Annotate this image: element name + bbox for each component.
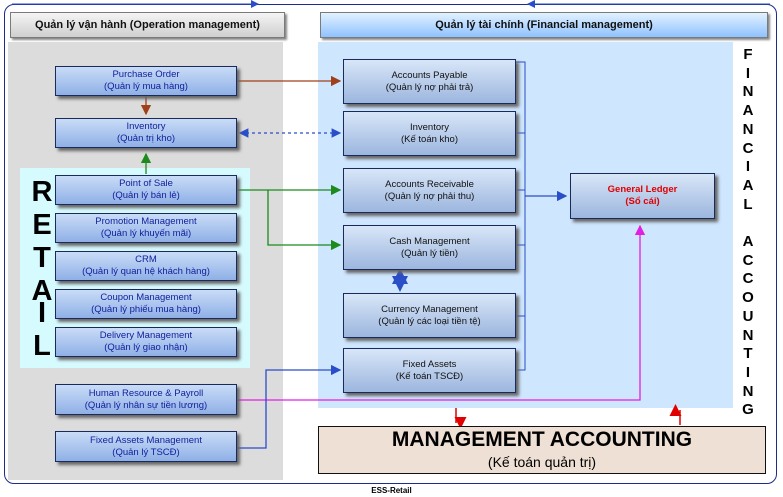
currency-management-box: Currency Management (Quản lý các loại ti… <box>343 293 516 338</box>
delivery-management-box: Delivery Management (Quản lý giao nhận) <box>55 327 237 357</box>
vertical-letter: A <box>742 102 754 120</box>
box-subtitle: (Quản lý tiền) <box>400 247 459 259</box>
vertical-letter: C <box>742 139 754 157</box>
box-title: CRM <box>135 254 157 265</box>
box-title: Inventory <box>126 121 166 132</box>
box-title: Currency Management <box>381 303 478 315</box>
box-subtitle: (Quản lý nợ phải thu) <box>384 190 475 202</box>
vertical-letter: N <box>742 120 754 138</box>
box-subtitle: (Quản trị kho) <box>116 133 176 144</box>
fam-to-fa-arrow <box>237 364 342 449</box>
vertical-letter: T <box>743 345 753 363</box>
box-title: Inventory <box>409 121 450 133</box>
coupon-management-box: Coupon Management (Quản lý phiếu mua hàn… <box>55 289 237 319</box>
box-subtitle: (Quản lý TSCĐ) <box>112 446 180 458</box>
hr-to-gl-arrow <box>237 224 646 401</box>
vertical-letter: L <box>743 195 753 213</box>
vertical-gap <box>738 214 758 233</box>
cash-management-box: Cash Management (Quản lý tiền) <box>343 225 516 270</box>
management-accounting-subtitle: (Kế toán quản trị) <box>487 454 597 470</box>
accounts-receivable-box: Accounts Receivable (Quản lý nợ phải thu… <box>343 168 516 213</box>
box-title: Promotion Management <box>95 216 197 227</box>
point-of-sale-box: Point of Sale (Quản lý bán lẻ) <box>55 175 237 205</box>
retail-letter: T <box>33 242 51 274</box>
vertical-letter: C <box>742 251 754 269</box>
box-subtitle: (Quản lý nợ phải trả) <box>385 81 474 93</box>
box-title: Fixed Assets Management <box>90 434 202 446</box>
operation-header: Quản lý vận hành (Operation management) <box>10 12 285 38</box>
financial-accounting-vertical: F I N A N C I A L A C C O U N T I N G <box>738 46 758 420</box>
box-subtitle: (Quản lý nhân sự tiền lương) <box>84 399 208 411</box>
crm-box: CRM (Quản lý quan hệ khách hàng) <box>55 251 237 281</box>
retail-letter: A <box>31 275 53 307</box>
diagram-frame <box>4 4 777 484</box>
footer-label: ESS-Retail <box>371 486 412 495</box>
vertical-letter: U <box>742 307 754 325</box>
management-accounting-box: MANAGEMENT ACCOUNTING (Kế toán quản trị) <box>318 426 766 474</box>
pos-to-cash-arrow <box>267 190 342 251</box>
box-subtitle: (Quản lý phiếu mua hàng) <box>91 304 201 315</box>
box-subtitle: (Quản lý khuyến mãi) <box>100 228 192 239</box>
box-subtitle: (Kế toán kho) <box>400 133 459 145</box>
vertical-letter: I <box>745 64 751 82</box>
box-subtitle: (Quản lý giao nhận) <box>104 342 188 353</box>
inventory-accounting-box: Inventory (Kế toán kho) <box>343 111 516 156</box>
inventory-ops-box: Inventory (Quản trị kho) <box>55 118 237 148</box>
retail-letter: I <box>37 297 47 329</box>
retail-letter: E <box>32 209 52 241</box>
vertical-letter: G <box>742 401 754 419</box>
box-title: Accounts Payable <box>391 69 468 81</box>
fixed-assets-management-box: Fixed Assets Management (Quản lý TSCĐ) <box>55 431 237 462</box>
vertical-letter: A <box>742 176 754 194</box>
box-subtitle: (Quản lý bán lẻ) <box>112 190 180 201</box>
box-title: Fixed Assets <box>402 358 457 370</box>
vertical-letter: C <box>742 270 754 288</box>
box-subtitle: (Kế toán TSCĐ) <box>395 370 464 382</box>
accounts-payable-box: Accounts Payable (Quản lý nợ phải trả) <box>343 59 516 104</box>
box-subtitle: (Quản lý mua hàng) <box>104 81 188 92</box>
hr-payroll-box: Human Resource & Payroll (Quản lý nhân s… <box>55 384 237 415</box>
vertical-letter: F <box>743 46 753 63</box>
retail-letter: R <box>31 176 53 208</box>
vertical-letter: N <box>742 382 754 400</box>
box-title: Coupon Management <box>100 292 192 303</box>
box-title: Cash Management <box>389 235 470 247</box>
box-title: Accounts Receivable <box>385 178 474 190</box>
general-ledger-box: General Ledger (Sổ cái) <box>570 173 715 219</box>
management-accounting-title: MANAGEMENT ACCOUNTING <box>391 428 693 451</box>
promotion-management-box: Promotion Management (Quản lý khuyến mãi… <box>55 213 237 243</box>
vertical-letter: O <box>742 289 754 307</box>
box-title: Point of Sale <box>119 178 173 189</box>
box-title: Purchase Order <box>112 69 180 80</box>
box-title: General Ledger <box>607 184 678 195</box>
box-subtitle: (Quản lý các loại tiền tệ) <box>378 315 481 327</box>
vertical-letter: A <box>742 233 754 251</box>
box-title: Human Resource & Payroll <box>88 387 204 399</box>
fixed-assets-box: Fixed Assets (Kế toán TSCĐ) <box>343 348 516 393</box>
vertical-letter: I <box>745 363 751 381</box>
vertical-letter: I <box>745 158 751 176</box>
box-subtitle: (Sổ cái) <box>625 196 660 207</box>
purchase-order-box: Purchase Order (Quản lý mua hàng) <box>55 66 237 96</box>
box-subtitle: (Quản lý quan hệ khách hàng) <box>82 266 210 277</box>
vertical-letter: N <box>742 326 754 344</box>
box-title: Delivery Management <box>99 330 193 341</box>
retail-letter: L <box>33 330 51 362</box>
vertical-letter: N <box>742 83 754 101</box>
financial-header: Quản lý tài chính (Financial management) <box>320 12 768 38</box>
